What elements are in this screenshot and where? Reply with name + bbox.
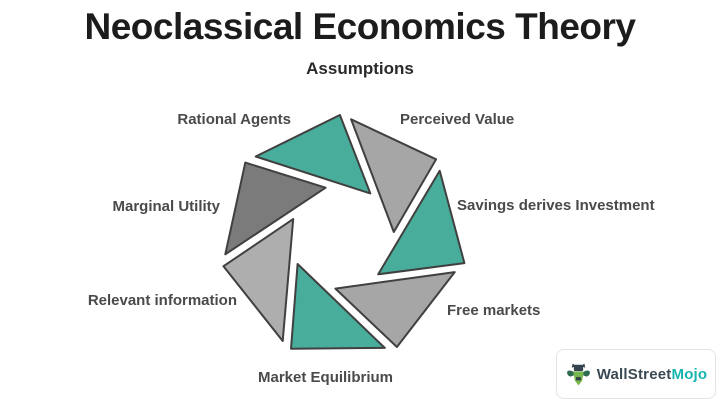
bull-mascot-icon xyxy=(566,363,590,385)
label-savings-derives-investment: Savings derives Investment xyxy=(457,197,655,214)
blade-market-equilibrium xyxy=(290,263,386,350)
label-free-markets: Free markets xyxy=(447,302,541,319)
page-subtitle: Assumptions xyxy=(306,59,414,78)
label-market-equilibrium: Market Equilibrium xyxy=(258,369,394,386)
label-marginal-utility: Marginal Utility xyxy=(112,198,220,215)
blade-rational-agents xyxy=(254,114,372,195)
blade-relevant-information xyxy=(222,218,295,342)
page-title: Neoclassical Economics Theory xyxy=(84,6,636,47)
blade-savings-derives-investment xyxy=(377,169,466,276)
label-rational-agents: Rational Agents xyxy=(177,111,291,128)
wallstreetmojo-logo: WallStreetMojo xyxy=(556,349,716,399)
brand-name: WallStreetMojo xyxy=(597,366,708,383)
label-relevant-information: Relevant information xyxy=(87,292,237,309)
brand-name-mojo: Mojo xyxy=(671,365,708,383)
brand-name-wallstreet: WallStreet xyxy=(596,365,672,383)
blade-perceived-value xyxy=(350,118,438,233)
label-perceived-value: Perceived Value xyxy=(400,111,515,128)
blade-marginal-utility xyxy=(224,161,327,256)
blade-free-markets xyxy=(334,271,456,348)
